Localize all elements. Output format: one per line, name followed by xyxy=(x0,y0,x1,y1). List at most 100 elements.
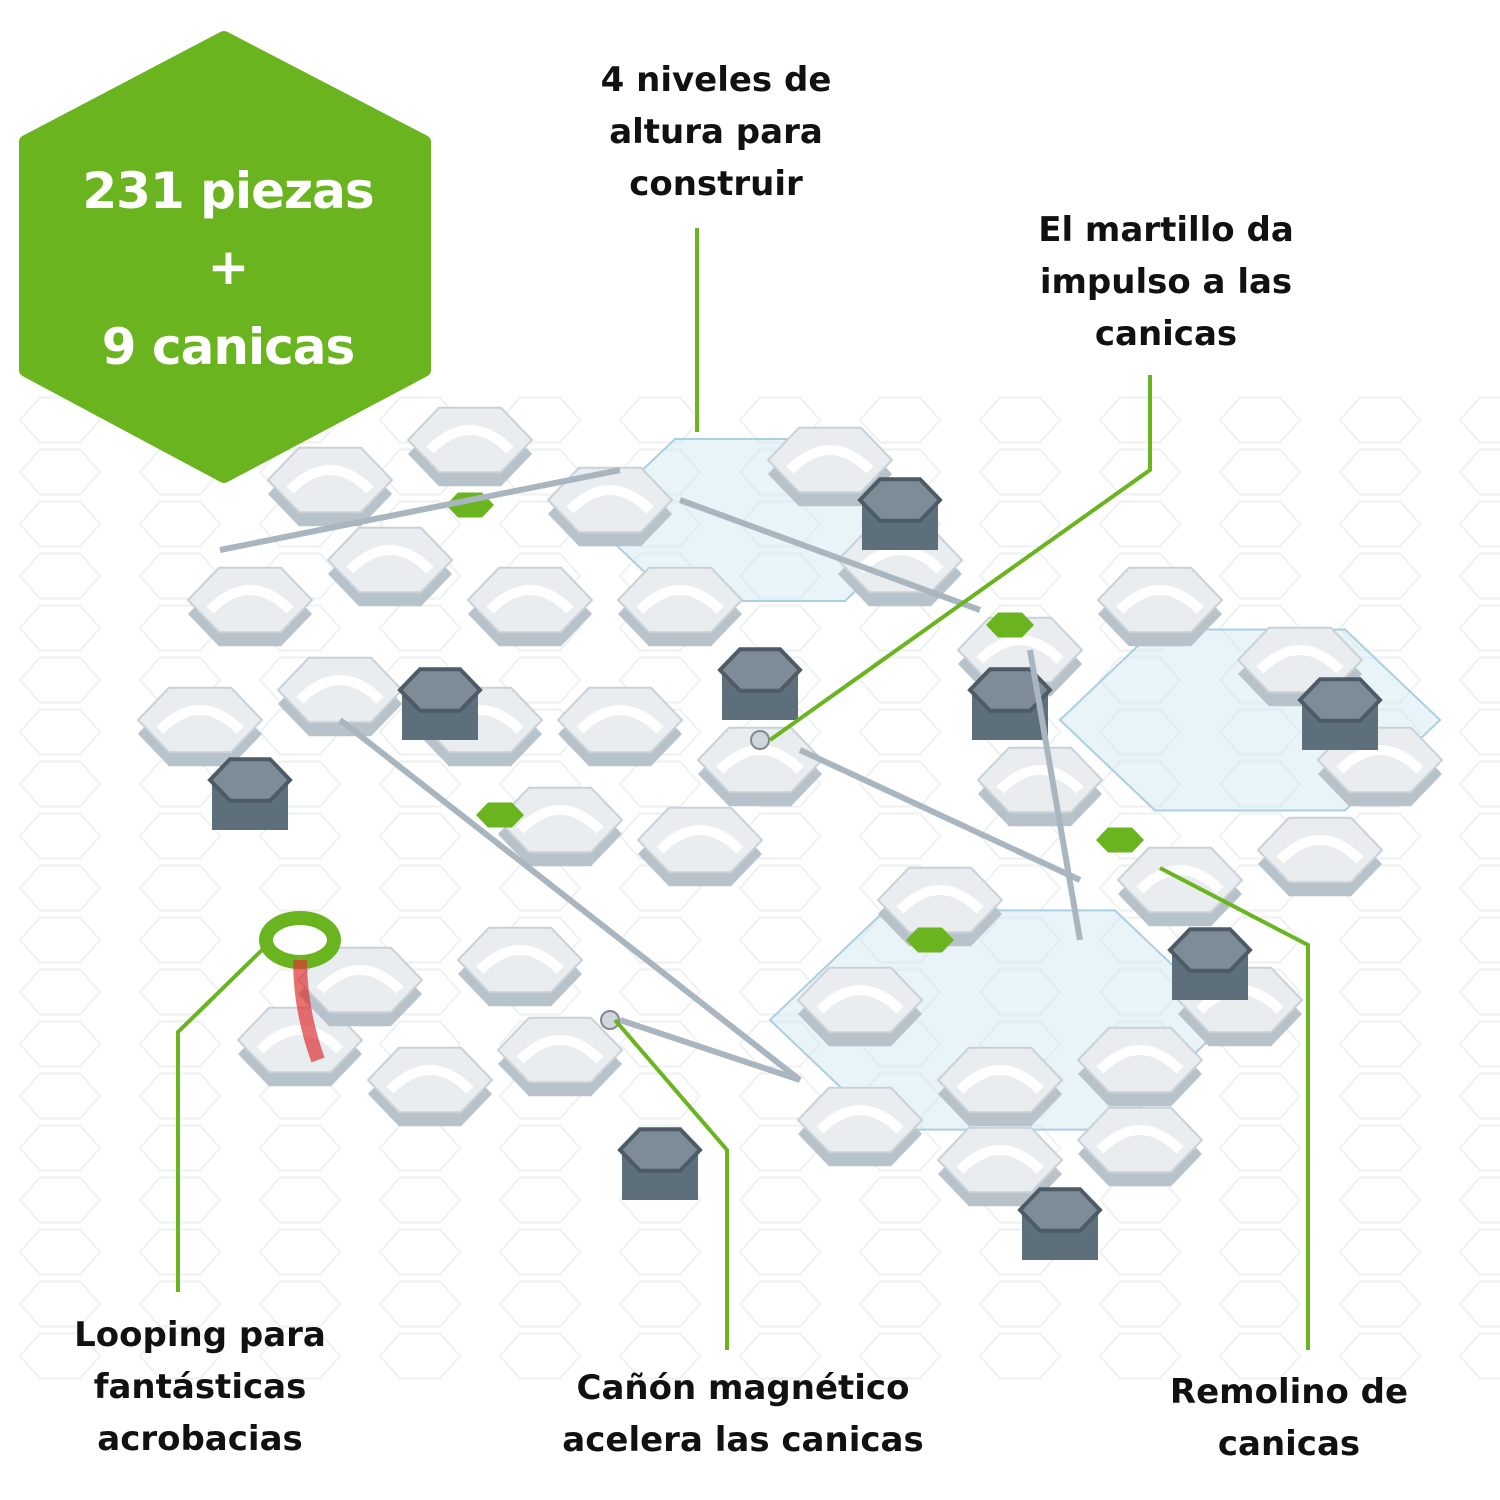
bg-hex xyxy=(378,1228,462,1276)
bg-hex xyxy=(978,968,1062,1016)
bg-hex xyxy=(1458,916,1500,964)
track-tile xyxy=(976,746,1104,814)
callout-line-vortex xyxy=(1159,866,1310,1350)
bg-hex xyxy=(1338,1332,1422,1380)
bg-hex xyxy=(618,1228,702,1276)
callout-levels: 4 niveles de altura para construir xyxy=(601,54,832,210)
bg-hex xyxy=(1458,448,1500,496)
bg-hex xyxy=(138,864,222,912)
bg-hex xyxy=(138,500,222,548)
rail xyxy=(338,717,802,1083)
bg-hex xyxy=(1458,1072,1500,1120)
callout-vortex: Remolino de canicas xyxy=(1170,1366,1408,1470)
bg-hex xyxy=(1458,1228,1500,1276)
track-curve xyxy=(316,965,404,994)
callout-looping: Looping para fantásticas acrobacias xyxy=(74,1309,326,1465)
bg-hex xyxy=(1338,448,1422,496)
bg-hex xyxy=(1458,708,1500,756)
bg-hex xyxy=(1458,864,1500,912)
bg-hex xyxy=(1098,500,1182,548)
bg-hex xyxy=(618,396,702,444)
bg-hex xyxy=(1098,760,1182,808)
track-curve xyxy=(1276,835,1364,864)
callout-hammer: El martillo da impulso a las canicas xyxy=(1038,204,1294,360)
height-tile-top xyxy=(967,667,1053,713)
bg-hex xyxy=(618,968,702,1016)
bg-hex xyxy=(1458,604,1500,652)
track-curve xyxy=(386,1065,474,1094)
track-tile xyxy=(1096,566,1224,634)
callout-text: canicas xyxy=(1094,314,1238,354)
bg-hex xyxy=(1338,1228,1422,1276)
red-tube xyxy=(293,959,325,1063)
bg-hex xyxy=(858,396,942,444)
bg-hex xyxy=(498,1332,582,1380)
bg-hex xyxy=(1218,552,1302,600)
bg-hex xyxy=(1458,760,1500,808)
bg-hex xyxy=(738,1332,822,1380)
bg-hex xyxy=(258,1124,342,1172)
bg-hex xyxy=(498,1228,582,1276)
rail xyxy=(798,747,1082,883)
bg-hex xyxy=(1458,968,1500,1016)
track-curve xyxy=(956,1145,1044,1174)
bg-hex xyxy=(378,604,462,652)
bg-hex xyxy=(498,1280,582,1328)
bg-hex xyxy=(378,1280,462,1328)
height-tile-top xyxy=(1297,677,1383,723)
bg-hex xyxy=(618,1020,702,1068)
bg-hex xyxy=(978,1280,1062,1328)
height-tile-top xyxy=(397,667,483,713)
marble xyxy=(600,1010,620,1030)
bg-hex xyxy=(1098,448,1182,496)
bg-hex xyxy=(138,812,222,860)
bg-hex xyxy=(618,1072,702,1120)
bg-hex xyxy=(1218,1176,1302,1224)
track-curve xyxy=(346,545,434,574)
bg-hex xyxy=(1458,500,1500,548)
bg-hex xyxy=(18,864,102,912)
track-tile xyxy=(366,1046,494,1114)
track-curve xyxy=(486,585,574,614)
badge-pieces-count: 231 piezas xyxy=(82,162,374,220)
green-element xyxy=(906,927,954,953)
track-curve xyxy=(1136,865,1224,894)
track-tile xyxy=(556,686,684,754)
track-curve xyxy=(516,1035,604,1064)
track-curve xyxy=(1096,1125,1184,1154)
bg-hex xyxy=(858,708,942,756)
track-curve xyxy=(296,675,384,704)
bg-hex xyxy=(258,812,342,860)
track-tile xyxy=(266,446,394,514)
callout-text: 4 niveles de xyxy=(600,60,832,100)
rail xyxy=(1027,649,1083,941)
callout-text: construir xyxy=(629,164,803,204)
track-tile xyxy=(466,566,594,634)
callout-cannon: Cañón magnético acelera las canicas xyxy=(562,1362,923,1466)
track-tile xyxy=(936,1046,1064,1114)
bg-hex xyxy=(738,1020,822,1068)
bg-hex xyxy=(1338,916,1422,964)
bg-hex xyxy=(18,1124,102,1172)
track-tile xyxy=(546,466,674,534)
callout-text: altura para xyxy=(609,112,823,152)
bg-hex xyxy=(978,916,1062,964)
track-tile xyxy=(876,866,1004,934)
bg-hex xyxy=(1218,1280,1302,1328)
bg-hex xyxy=(1458,396,1500,444)
bg-hex xyxy=(18,448,102,496)
bg-hex xyxy=(1218,448,1302,496)
badge-marbles-count: 9 canicas xyxy=(101,318,355,376)
track-tile xyxy=(766,426,894,494)
bg-hex xyxy=(18,1176,102,1224)
bg-hex xyxy=(1338,968,1422,1016)
bg-hex xyxy=(498,656,582,704)
track-curve xyxy=(956,1065,1044,1094)
track-tile xyxy=(796,1086,924,1154)
bg-hex xyxy=(18,916,102,964)
height-tile-top xyxy=(717,647,803,693)
bg-hex xyxy=(138,1020,222,1068)
bg-hex xyxy=(258,1228,342,1276)
